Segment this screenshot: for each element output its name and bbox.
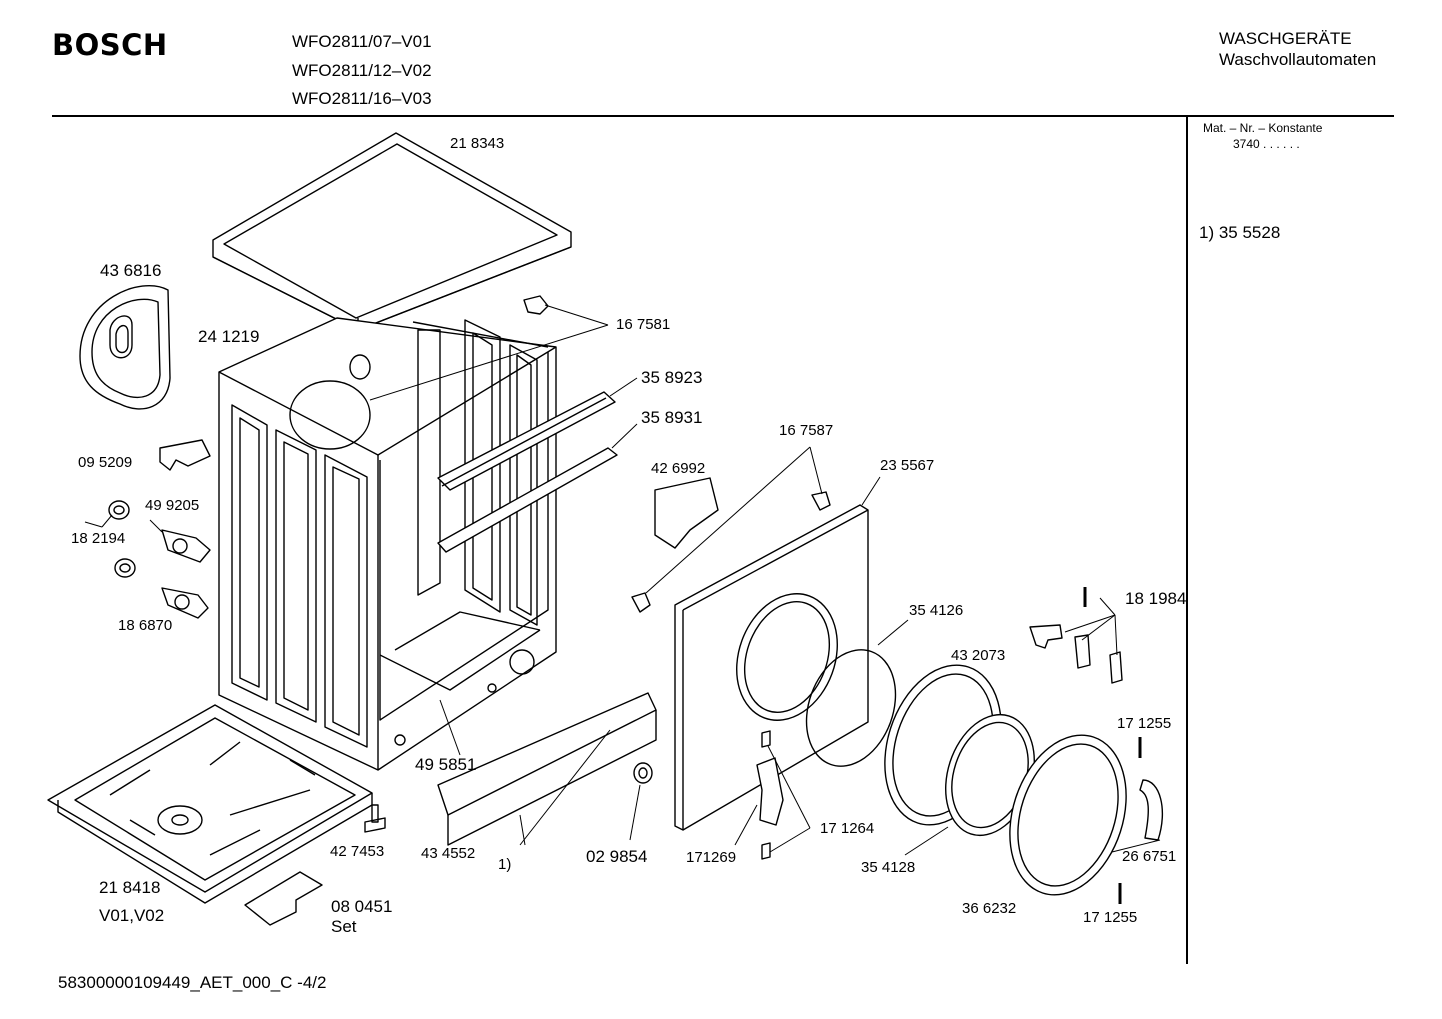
label-note-1: 1) [498, 856, 512, 873]
header-divider [52, 115, 1394, 117]
label-426992: 42 6992 [651, 460, 706, 477]
footnote-1: 1) 35 5528 [1199, 223, 1281, 242]
label-266751: 26 6751 [1122, 848, 1177, 865]
label-432073: 43 2073 [951, 647, 1006, 664]
label-358931: 35 8931 [641, 408, 703, 427]
label-499205: 49 9205 [145, 497, 200, 514]
mat-number-value: 3740 . . . . . . [1233, 137, 1300, 151]
mat-number-label: Mat. – Nr. – Konstante [1203, 121, 1323, 135]
label-171255-a: 17 1255 [1117, 715, 1172, 732]
bush-171264-b [761, 842, 771, 860]
rear-panel [79, 285, 171, 410]
front-panel [674, 504, 869, 831]
hinge-left-167587 [631, 592, 651, 613]
category-title: WASCHGERÄTE [1219, 29, 1352, 48]
label-354128: 35 4128 [861, 859, 916, 876]
shim-080451 [244, 871, 323, 926]
door-frame-outer [1009, 734, 1127, 896]
label-235567: 23 5567 [880, 457, 935, 474]
label-171255-b: 17 1255 [1083, 909, 1138, 926]
label-186870: 18 6870 [118, 617, 173, 634]
label-080451: 08 0451 [331, 897, 393, 916]
label-variant-v01-v02: V01,V02 [99, 906, 165, 925]
label-354126: 35 4126 [909, 602, 964, 619]
brand-logo: BOSCH [52, 28, 168, 62]
label-218418: 21 8418 [99, 878, 161, 897]
damper-499205 [161, 529, 211, 563]
label-171269: 171269 [686, 849, 737, 866]
sidebar-divider [1186, 117, 1188, 964]
base-panel [47, 704, 373, 904]
label-241219: 24 1219 [198, 327, 260, 346]
category-subtitle: Waschvollautomaten [1219, 50, 1377, 69]
latch-spring [1109, 651, 1123, 684]
model-number-1: WFO2811/07–V01 [292, 32, 432, 51]
cap-182194-a [108, 500, 130, 520]
label-427453: 42 7453 [330, 843, 385, 860]
cabinet [218, 317, 557, 771]
handle-266751 [1139, 779, 1164, 841]
label-436816: 43 6816 [100, 261, 162, 280]
knob-029854 [633, 762, 653, 784]
door-seal-ring [805, 649, 897, 767]
door-lock [654, 477, 719, 549]
label-095209: 09 5209 [78, 454, 133, 471]
bush-171264-a [761, 730, 771, 748]
label-171264: 17 1264 [820, 820, 875, 837]
hinge-right-167587 [811, 491, 831, 511]
cross-brace-upper [437, 391, 616, 491]
label-181984: 18 1984 [1125, 589, 1187, 608]
cross-brace-lower [437, 447, 618, 553]
top-cover [212, 132, 572, 331]
label-029854: 02 9854 [586, 847, 648, 866]
door-hinge [756, 757, 784, 826]
label-366232: 36 6232 [962, 900, 1017, 917]
control-panel [437, 692, 657, 846]
bracket-167581 [523, 295, 549, 315]
model-number-2: WFO2811/12–V02 [292, 61, 432, 80]
label-434552: 43 4552 [421, 845, 476, 862]
label-495851: 49 5851 [415, 755, 477, 774]
label-358923: 35 8923 [641, 368, 703, 387]
label-167581: 16 7581 [616, 316, 671, 333]
foot-bolt [364, 804, 386, 833]
model-number-3: WFO2811/16–V03 [292, 89, 432, 108]
latch-hook [1074, 634, 1091, 669]
label-set: Set [331, 917, 357, 936]
latch-181984 [1029, 624, 1063, 649]
document-id: 58300000109449_AET_000_C -4/2 [58, 973, 327, 992]
label-167587: 16 7587 [779, 422, 834, 439]
damper-186870 [161, 587, 209, 619]
cap-182194-b [114, 558, 136, 578]
clip-095209 [159, 439, 211, 471]
label-218343: 21 8343 [450, 135, 505, 152]
label-182194: 18 2194 [71, 530, 126, 547]
leader-lines [84, 304, 1161, 856]
